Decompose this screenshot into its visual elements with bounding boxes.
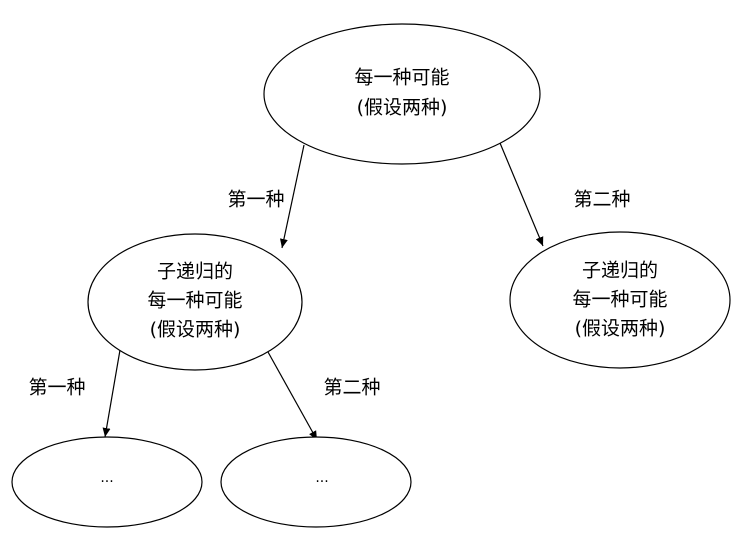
edge-label-left-leaf-left: 第一种 [28,377,85,399]
node-leaf-left: ... [11,436,203,528]
node-left-shape [87,233,303,371]
node-leaf-left-shape [11,436,203,528]
node-left: 子递归的 每一种可能 (假设两种) [87,233,303,371]
edge-label-root-right: 第二种 [573,189,630,211]
node-right-line1: 子递归的 [582,260,658,282]
node-leaf-right-shape [220,436,412,528]
node-right: 子递归的 每一种可能 (假设两种) [509,231,731,369]
edge-left-leaf-right [267,351,318,441]
node-leaf-left-text: ... [100,470,113,486]
edge-root-left [279,144,305,249]
node-right-line3: (假设两种) [575,318,666,340]
node-root-line2: (假设两种) [357,97,448,119]
edge-left-leaf-left [102,349,121,438]
node-root: 每一种可能 (假设两种) [263,23,541,165]
node-leaf-right: ... [220,436,412,528]
node-leaf-right-text: ... [315,470,328,486]
edge-label-root-left: 第一种 [227,189,284,211]
node-left-line1: 子递归的 [157,261,233,283]
node-left-line2: 每一种可能 [147,290,242,312]
node-right-shape [509,231,731,369]
node-root-line1: 每一种可能 [354,67,449,89]
node-left-line3: (假设两种) [150,319,241,341]
edge-label-left-leaf-right: 第二种 [323,377,380,399]
node-right-line2: 每一种可能 [572,289,667,311]
edge-root-right [499,142,544,247]
node-root-shape [263,23,541,165]
